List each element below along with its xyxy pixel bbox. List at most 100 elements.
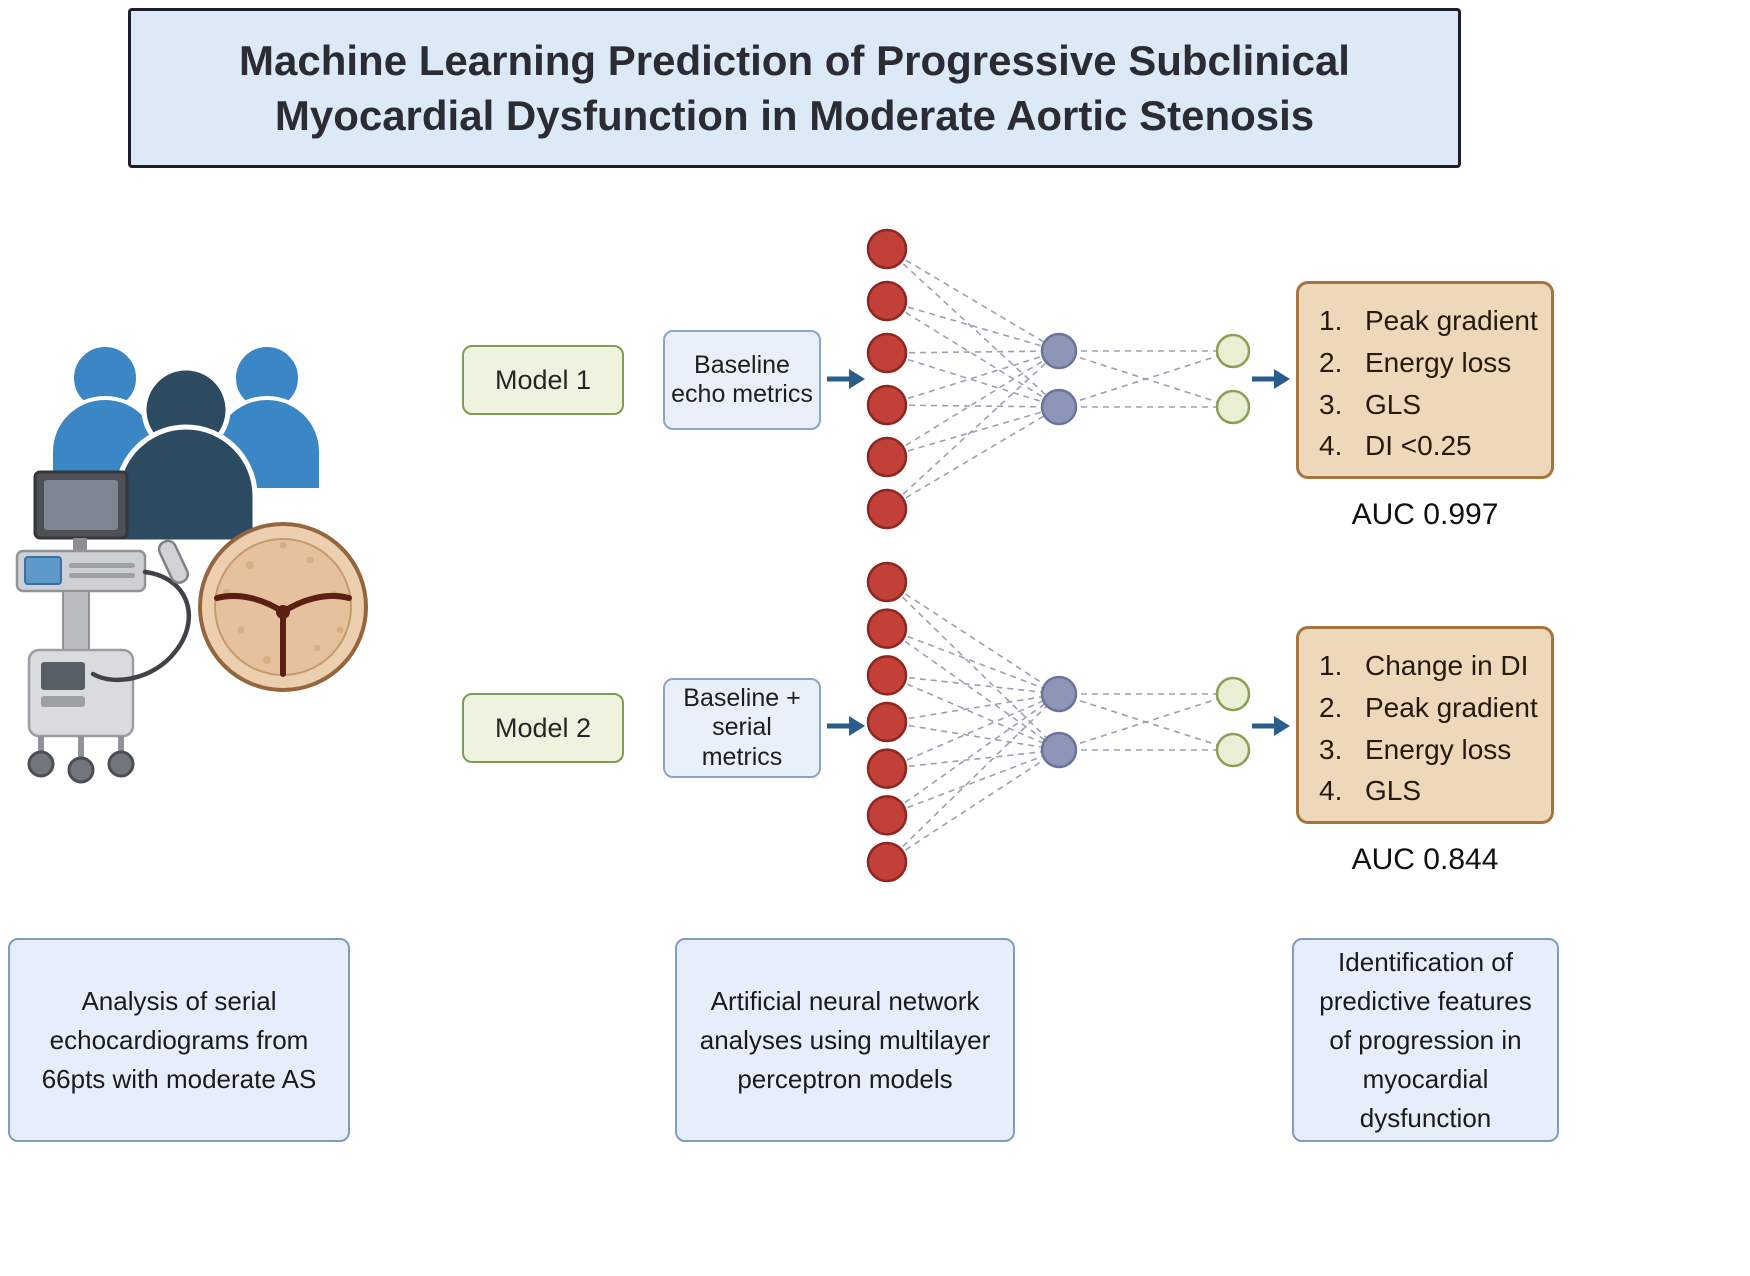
model-2-input-box: Baseline + serial metrics (663, 678, 821, 778)
network-connection (886, 749, 1060, 817)
result-item: 3. GLS (1319, 386, 1539, 424)
network-connection (886, 674, 1060, 751)
network-connection (886, 749, 1060, 770)
result-text: Change in DI (1365, 650, 1529, 681)
network-connection (886, 674, 1060, 695)
model-2-results-box: 1. Change in DI 2. Peak gradient 3. Energy lo… (1296, 626, 1554, 824)
result-index: 2. (1319, 691, 1343, 723)
flow-arrow (827, 716, 865, 736)
result-text: Energy loss (1365, 346, 1512, 378)
network-svg (866, 561, 1251, 883)
flow-arrow (827, 369, 865, 389)
aortic-valve-icon (198, 522, 368, 692)
network-connection (886, 248, 1060, 352)
ultrasound-machine-icon (15, 470, 192, 784)
output-node (1215, 732, 1251, 768)
network-connection (886, 581, 1060, 695)
network-connection (886, 350, 1060, 406)
model-2-auc: AUC 0.844 (1351, 843, 1499, 876)
model-1-results-list: 1. Peak gradient 2. Energy loss 3. GLS 4. DI <0… (1319, 302, 1539, 465)
model-1-label: Model 1 (494, 364, 592, 395)
input-node (866, 280, 908, 322)
output-node (1215, 333, 1251, 369)
network-connection (886, 300, 1060, 408)
model-2-label-box: Model 2 (462, 693, 624, 763)
result-text: DI <0.25 (1365, 430, 1472, 462)
input-node (866, 795, 908, 836)
network-connection (1058, 350, 1234, 408)
network-connection (886, 350, 1060, 510)
result-text: GLS (1365, 388, 1422, 420)
input-node (866, 384, 908, 426)
model-1-label-box: Model 1 (462, 345, 624, 415)
model-1-auc: AUC 0.997 (1351, 498, 1499, 531)
result-text: GLS (1365, 775, 1422, 807)
hidden-node (1040, 675, 1078, 713)
result-item: 2. Peak gradient (1319, 689, 1539, 727)
result-text: Peak gradient (1365, 691, 1538, 723)
result-index: 4. (1319, 430, 1343, 462)
summary-ann-text: Artificial neural network analyses using… (699, 985, 991, 1094)
input-node (866, 228, 908, 270)
title-box: Machine Learning Prediction of Progressi… (128, 8, 1461, 168)
result-index: 1. (1319, 305, 1343, 336)
network-connection (886, 627, 1060, 695)
flow-arrow (1252, 369, 1290, 389)
network-connection (886, 406, 1060, 510)
network-connection (886, 350, 1060, 458)
model-1-neural-network (860, 224, 1260, 539)
model-2-label: Model 2 (494, 712, 592, 743)
ultrasound-probe-icon (157, 539, 190, 584)
result-text: Peak gradient (1365, 305, 1538, 336)
model-2-neural-network (860, 557, 1260, 892)
network-connection (886, 352, 1060, 408)
input-node (866, 561, 908, 603)
summary-echo-text: Analysis of serial echocardiograms from … (41, 985, 317, 1094)
network-connection (886, 693, 1060, 723)
hidden-node (1040, 731, 1078, 769)
result-item: 2. Energy loss (1319, 344, 1539, 382)
result-text: Energy loss (1365, 733, 1512, 765)
network-connection (886, 693, 1060, 863)
result-index: 2. (1319, 346, 1343, 378)
network-connection (886, 350, 1060, 354)
network-connection (886, 721, 1060, 751)
result-item: 1. Change in DI (1319, 647, 1539, 685)
patient-group-icon (49, 343, 323, 545)
input-node (866, 748, 908, 789)
summary-box-echo-analysis: Analysis of serial echocardiograms from … (8, 938, 350, 1142)
input-node (866, 608, 908, 649)
network-svg (866, 228, 1251, 530)
network-connection (886, 693, 1060, 770)
input-node (866, 841, 908, 883)
network-connection (886, 693, 1060, 816)
echo-illustration (15, 343, 368, 784)
hidden-node (1040, 332, 1078, 370)
result-item: 4. DI <0.25 (1319, 427, 1539, 465)
network-connection (886, 300, 1060, 352)
network-connection (886, 404, 1060, 408)
input-node (866, 436, 908, 478)
summary-features-text: Identification of predictive features of… (1319, 946, 1532, 1133)
result-item: 3. Energy loss (1319, 731, 1539, 769)
result-index: 3. (1319, 388, 1343, 420)
network-connection (1058, 693, 1234, 751)
flow-arrow (1252, 716, 1290, 736)
network-connection (886, 406, 1060, 458)
summary-box-ann: Artificial neural network analyses using… (675, 938, 1015, 1142)
output-node (1215, 389, 1251, 425)
result-index: 1. (1319, 650, 1343, 681)
output-node (1215, 676, 1251, 712)
model-2-results-list: 1. Change in DI 2. Peak gradient 3. Energy lo… (1319, 647, 1539, 810)
figure-title: Machine Learning Prediction of Progressi… (239, 36, 1350, 139)
model-1-input-label: Baseline echo metrics (671, 350, 813, 409)
model-1-results-box: 1. Peak gradient 2. Energy loss 3. GLS 4. DI <0… (1296, 281, 1554, 479)
model-1-input-box: Baseline echo metrics (663, 330, 821, 430)
result-index: 3. (1319, 733, 1343, 765)
result-item: 1. Peak gradient (1319, 302, 1539, 340)
summary-box-features: Identification of predictive features of… (1292, 938, 1559, 1142)
input-node (866, 332, 908, 374)
network-connection (886, 628, 1060, 751)
hidden-node (1040, 388, 1078, 426)
